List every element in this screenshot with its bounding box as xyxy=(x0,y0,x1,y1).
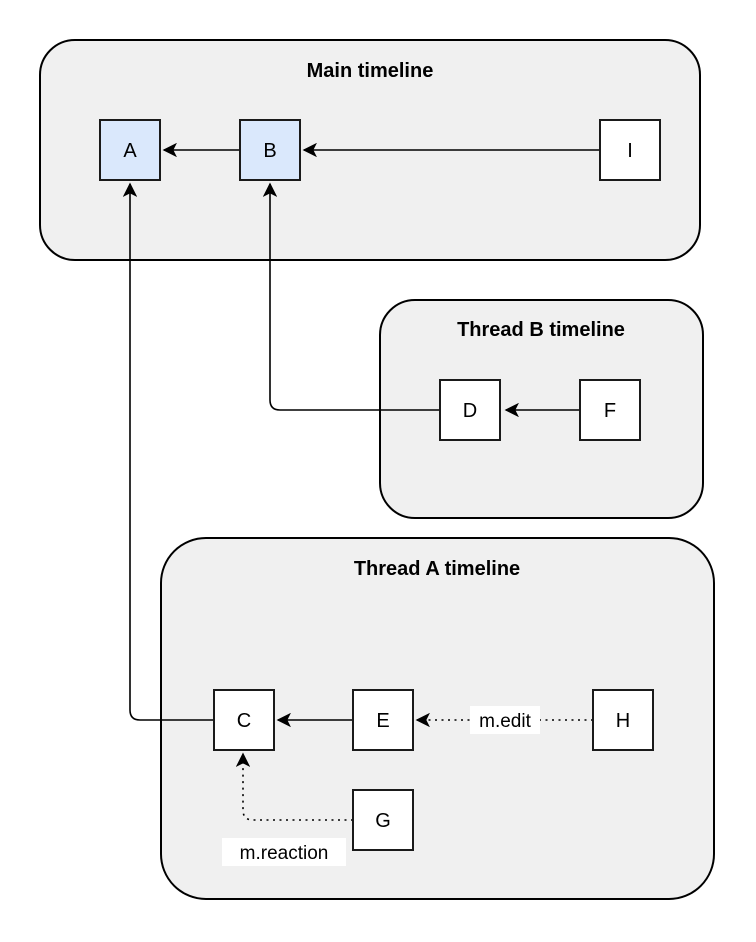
edge-d-to-b xyxy=(262,182,440,411)
node-A-box xyxy=(99,119,161,181)
container-thread-b-timeline-box xyxy=(379,299,704,519)
node-G-label: G xyxy=(375,810,391,832)
node-A: A xyxy=(99,119,161,181)
node-G-box xyxy=(352,789,414,851)
node-F: F xyxy=(579,379,641,441)
node-C-box xyxy=(213,689,275,751)
node-H-label: H xyxy=(616,710,630,732)
node-F-box xyxy=(579,379,641,441)
node-H: H xyxy=(592,689,654,751)
node-F-label: F xyxy=(604,400,616,422)
node-A-label: A xyxy=(123,140,137,162)
node-I-box xyxy=(599,119,661,181)
node-E: E xyxy=(352,689,414,751)
container-main-timeline-title: Main timeline xyxy=(307,60,434,82)
container-thread-a-timeline-title: Thread A timeline xyxy=(354,558,520,580)
edge-label-m-edit-bg xyxy=(470,706,540,734)
container-thread-b-timeline: Thread B timeline xyxy=(379,299,704,519)
container-thread-a-timeline: Thread A timeline xyxy=(160,537,715,900)
node-D-label: D xyxy=(463,400,477,422)
edge-label-m-reaction-bg xyxy=(222,838,346,866)
node-G: G xyxy=(352,789,414,851)
node-C: C xyxy=(213,689,275,751)
container-thread-a-timeline-box xyxy=(160,537,715,900)
node-B: B xyxy=(239,119,301,181)
node-H-box xyxy=(592,689,654,751)
container-thread-b-timeline-title: Thread B timeline xyxy=(457,319,625,341)
node-I-label: I xyxy=(627,140,633,162)
edge-label-m-reaction-text: m.reaction xyxy=(240,843,329,864)
edge-label-m-reaction: m.reaction xyxy=(222,838,346,866)
node-D-box xyxy=(439,379,501,441)
node-D: D xyxy=(439,379,501,441)
node-I: I xyxy=(599,119,661,181)
node-B-box xyxy=(239,119,301,181)
edge-label-m-edit: m.edit xyxy=(470,706,540,734)
node-E-label: E xyxy=(376,710,389,732)
edge-c-to-a xyxy=(122,182,214,721)
node-B-label: B xyxy=(263,140,276,162)
node-E-box xyxy=(352,689,414,751)
edge-label-m-edit-text: m.edit xyxy=(479,711,531,732)
node-C-label: C xyxy=(237,710,251,732)
